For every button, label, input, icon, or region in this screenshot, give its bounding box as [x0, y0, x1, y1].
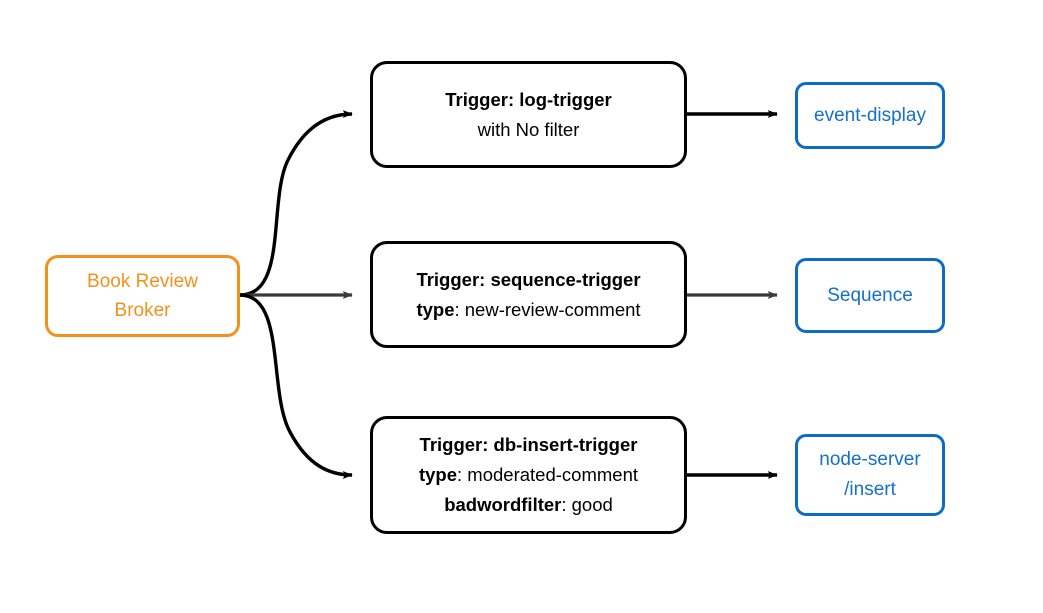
- node-trigger-sequence-trigger[interactable]: Trigger: sequence-trigger type: new-revi…: [370, 241, 687, 348]
- trigger-1-detail: with No filter: [478, 115, 580, 145]
- trigger-3-detail-filter-key: badwordfilter: [444, 494, 562, 515]
- trigger-3-detail-filter: badwordfilter: good: [444, 490, 613, 520]
- node-trigger-log-trigger[interactable]: Trigger: log-trigger with No filter: [370, 61, 687, 168]
- trigger-3-detail-type-value: : moderated-comment: [457, 464, 638, 485]
- edge-broker-to-db-insert-trigger: [239, 293, 353, 479]
- trigger-3-detail-type-key: type: [418, 464, 458, 485]
- trigger-3-title: Trigger: db-insert-trigger: [419, 434, 638, 455]
- node-book-review-broker[interactable]: Book Review Broker: [45, 255, 240, 337]
- sink-2-label: Sequence: [827, 284, 913, 306]
- broker-label-line1: Book Review: [87, 271, 198, 292]
- trigger-1-detail-value: with No filter: [477, 118, 580, 140]
- broker-label-line2: Broker: [114, 300, 171, 321]
- trigger-3-detail-filter-value: : good: [561, 494, 613, 515]
- trigger-2-title: Trigger: sequence-trigger: [416, 268, 641, 290]
- node-sink-sequence[interactable]: Sequence: [795, 258, 945, 333]
- trigger-3-detail-type: type: moderated-comment: [419, 460, 638, 490]
- sink-3-label-line2: /insert: [844, 479, 896, 500]
- trigger-2-detail-key: type: [416, 298, 455, 320]
- sink-3-label-line1: node-server: [819, 449, 921, 470]
- edge-broker-to-log-trigger: [239, 110, 353, 297]
- trigger-2-detail-value: : new-review-comment: [454, 298, 641, 320]
- trigger-1-title: Trigger: log-trigger: [445, 88, 612, 110]
- node-trigger-db-insert-trigger[interactable]: Trigger: db-insert-trigger type: moderat…: [370, 416, 687, 534]
- trigger-2-detail: type: new-review-comment: [416, 295, 640, 325]
- sink-1-label: event-display: [814, 104, 926, 126]
- node-sink-event-display[interactable]: event-display: [795, 82, 945, 149]
- node-sink-node-server-insert[interactable]: node-server /insert: [795, 434, 945, 516]
